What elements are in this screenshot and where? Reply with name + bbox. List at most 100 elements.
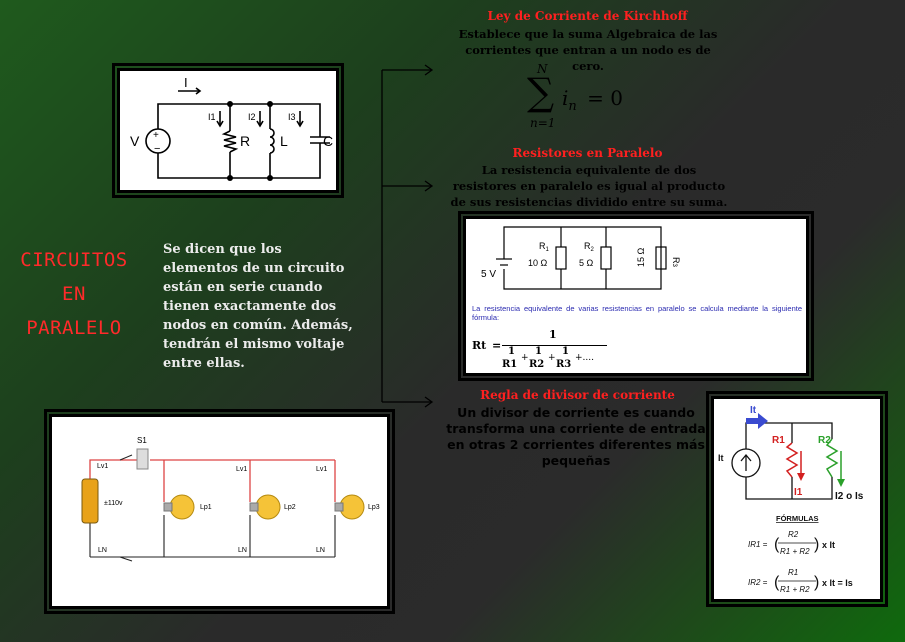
r3-sub: 3 xyxy=(671,264,677,268)
r1-sub: 1 xyxy=(546,247,550,253)
formula-sub: n xyxy=(568,99,577,114)
rlc-minus: − xyxy=(154,143,160,155)
rt-plus-2: + xyxy=(548,353,556,363)
resistors-title: Resistores en Paralelo xyxy=(512,146,663,160)
r1-label: R1 xyxy=(772,435,785,446)
divider-title: Regla de divisor de corriente xyxy=(480,388,675,402)
i1-label: I1 xyxy=(794,487,803,498)
src-label: 5 V xyxy=(481,269,496,280)
kirchhoff-text: Establece que la suma Algebraica de las … xyxy=(458,27,718,73)
source-label: ±110v xyxy=(104,500,123,507)
f1-den: R1 + R2 xyxy=(780,547,810,556)
r3-letter: R xyxy=(671,257,681,264)
resistors-panel: 5 V R1 10 Ω R2 5 Ω 15 Ω R3 La resistenci… xyxy=(458,211,814,381)
lamp-2-icon[interactable] xyxy=(249,494,281,520)
battery-icon xyxy=(81,478,99,524)
r1-label: R1 xyxy=(539,241,550,253)
rt-plus-1: + xyxy=(521,353,529,363)
formula-rhs: = 0 xyxy=(587,86,623,110)
rlc-i3-label: I3 xyxy=(288,112,296,122)
rlc-l-label: L xyxy=(280,133,288,149)
lp3-label: Lp3 xyxy=(368,504,380,511)
rt-eq: = xyxy=(492,339,502,352)
f1-paren-right: ) xyxy=(814,536,819,553)
r3-value: 15 Ω xyxy=(636,247,646,267)
formulas-title: FÓRMULAS xyxy=(776,514,819,523)
resistors-text: La resistencia equivalente de dos resist… xyxy=(450,163,728,209)
r2-sub: 2 xyxy=(591,247,595,253)
lv-label-3: Lv1 xyxy=(316,466,327,473)
r2-letter: R xyxy=(584,241,591,251)
rlc-circuit-panel: + − V R L C I I1 I2 I3 C xyxy=(112,63,344,198)
f1-lhs: IR1 = xyxy=(748,540,768,549)
r3-label: R3 xyxy=(671,257,681,268)
f2-num: R1 xyxy=(788,568,798,577)
title-line-3: PARALELO xyxy=(26,317,122,339)
s1-label: S1 xyxy=(137,436,147,445)
rt-one: 1 xyxy=(549,328,557,341)
rt-d2: R2 xyxy=(529,359,545,370)
rt-one-3: 1 xyxy=(562,346,569,357)
sum-icon: ∑ xyxy=(527,70,555,114)
r2-resistor-icon xyxy=(825,438,839,478)
formula-top: N xyxy=(537,62,548,76)
f2-paren-left: ( xyxy=(774,574,780,591)
it-top-label: It xyxy=(750,405,757,416)
rt-fraction-bar xyxy=(502,345,607,346)
page-title: CIRCUITOS EN PARALELO xyxy=(14,243,134,345)
title-line-2: EN xyxy=(62,283,86,305)
current-divider-panel: It It R1 R2 I1 I2 o Is FÓRMULAS IR1 = R2… xyxy=(706,391,888,607)
r1-letter: R xyxy=(539,241,546,251)
rt-one-2: 1 xyxy=(535,346,542,357)
rlc-plus: + xyxy=(153,130,159,141)
ln-label-2: LN xyxy=(238,547,247,554)
lp1-label: Lp1 xyxy=(200,504,212,511)
current-divider-diagram: It It R1 R2 I1 I2 o Is FÓRMULAS IR1 = R2… xyxy=(718,405,864,594)
kirchhoff-title: Ley de Corriente de Kirchhoff xyxy=(487,9,688,23)
rt-one-1: 1 xyxy=(508,346,515,357)
rlc-v-label: V xyxy=(130,133,140,149)
rt-d1: R1 xyxy=(502,359,518,370)
r2-value: 5 Ω xyxy=(579,258,594,268)
ln-label-3: LN xyxy=(316,547,325,554)
rlc-i-label: I xyxy=(184,75,188,90)
resistors-note: La resistencia equivalente de varias res… xyxy=(472,304,802,322)
r2-label: R2 xyxy=(584,241,595,253)
it-arrow-icon xyxy=(746,413,768,429)
f2-lhs: IR2 = xyxy=(748,578,768,587)
f1-num: R2 xyxy=(788,530,799,539)
f1-paren-left: ( xyxy=(774,536,780,553)
f2-tail: x It = Is xyxy=(822,578,853,588)
lamp-1-icon[interactable] xyxy=(163,494,195,520)
it-side-label: It xyxy=(718,453,724,463)
r1-resistor-icon xyxy=(785,442,799,478)
title-line-1: CIRCUITOS xyxy=(20,249,128,271)
rt-label: Rt xyxy=(472,339,487,352)
rlc-i2-label: I2 xyxy=(248,112,256,122)
formula-i: i xyxy=(562,86,569,110)
f2-paren-right: ) xyxy=(814,574,819,591)
switch-icon[interactable] xyxy=(136,448,149,470)
resistors-diagram: 5 V R1 10 Ω R2 5 Ω 15 Ω R3 xyxy=(481,226,681,290)
lamps-circuit-diagram: S1 Lv1 Lv1 Lv1 ±110v Lp1 Lp2 Lp3 LN LN L… xyxy=(81,436,380,562)
connector-arrows xyxy=(381,64,434,408)
rlc-i1-label: I1 xyxy=(208,112,216,122)
lv-label-1: Lv1 xyxy=(97,463,108,470)
rlc-circuit-diagram: + − V R L C I I1 I2 I3 xyxy=(130,75,330,181)
intro-text: Se dicen que los elementos de un circuit… xyxy=(163,242,353,371)
kirchhoff-formula: N ∑ in = 0 n=1 xyxy=(525,62,635,132)
ln-label-1: LN xyxy=(98,547,107,554)
i2-label: I2 o Is xyxy=(835,491,864,502)
divider-text: Un divisor de corriente es cuando transf… xyxy=(446,405,706,468)
rt-d3: R3 xyxy=(556,359,572,370)
f2-den: R1 + R2 xyxy=(780,585,810,594)
r1-value: 10 Ω xyxy=(528,258,548,268)
lamp-3-icon[interactable] xyxy=(334,494,365,520)
lamps-circuit-panel: S1 Lv1 Lv1 Lv1 ±110v Lp1 Lp2 Lp3 LN LN L… xyxy=(44,409,395,614)
f1-tail: x It xyxy=(822,540,835,550)
rlc-r-label: R xyxy=(240,133,250,149)
lv-label-2: Lv1 xyxy=(236,466,247,473)
rlc-c-text: C xyxy=(323,133,334,149)
formula-main: in = 0 xyxy=(562,86,623,114)
lp2-label: Lp2 xyxy=(284,504,296,511)
